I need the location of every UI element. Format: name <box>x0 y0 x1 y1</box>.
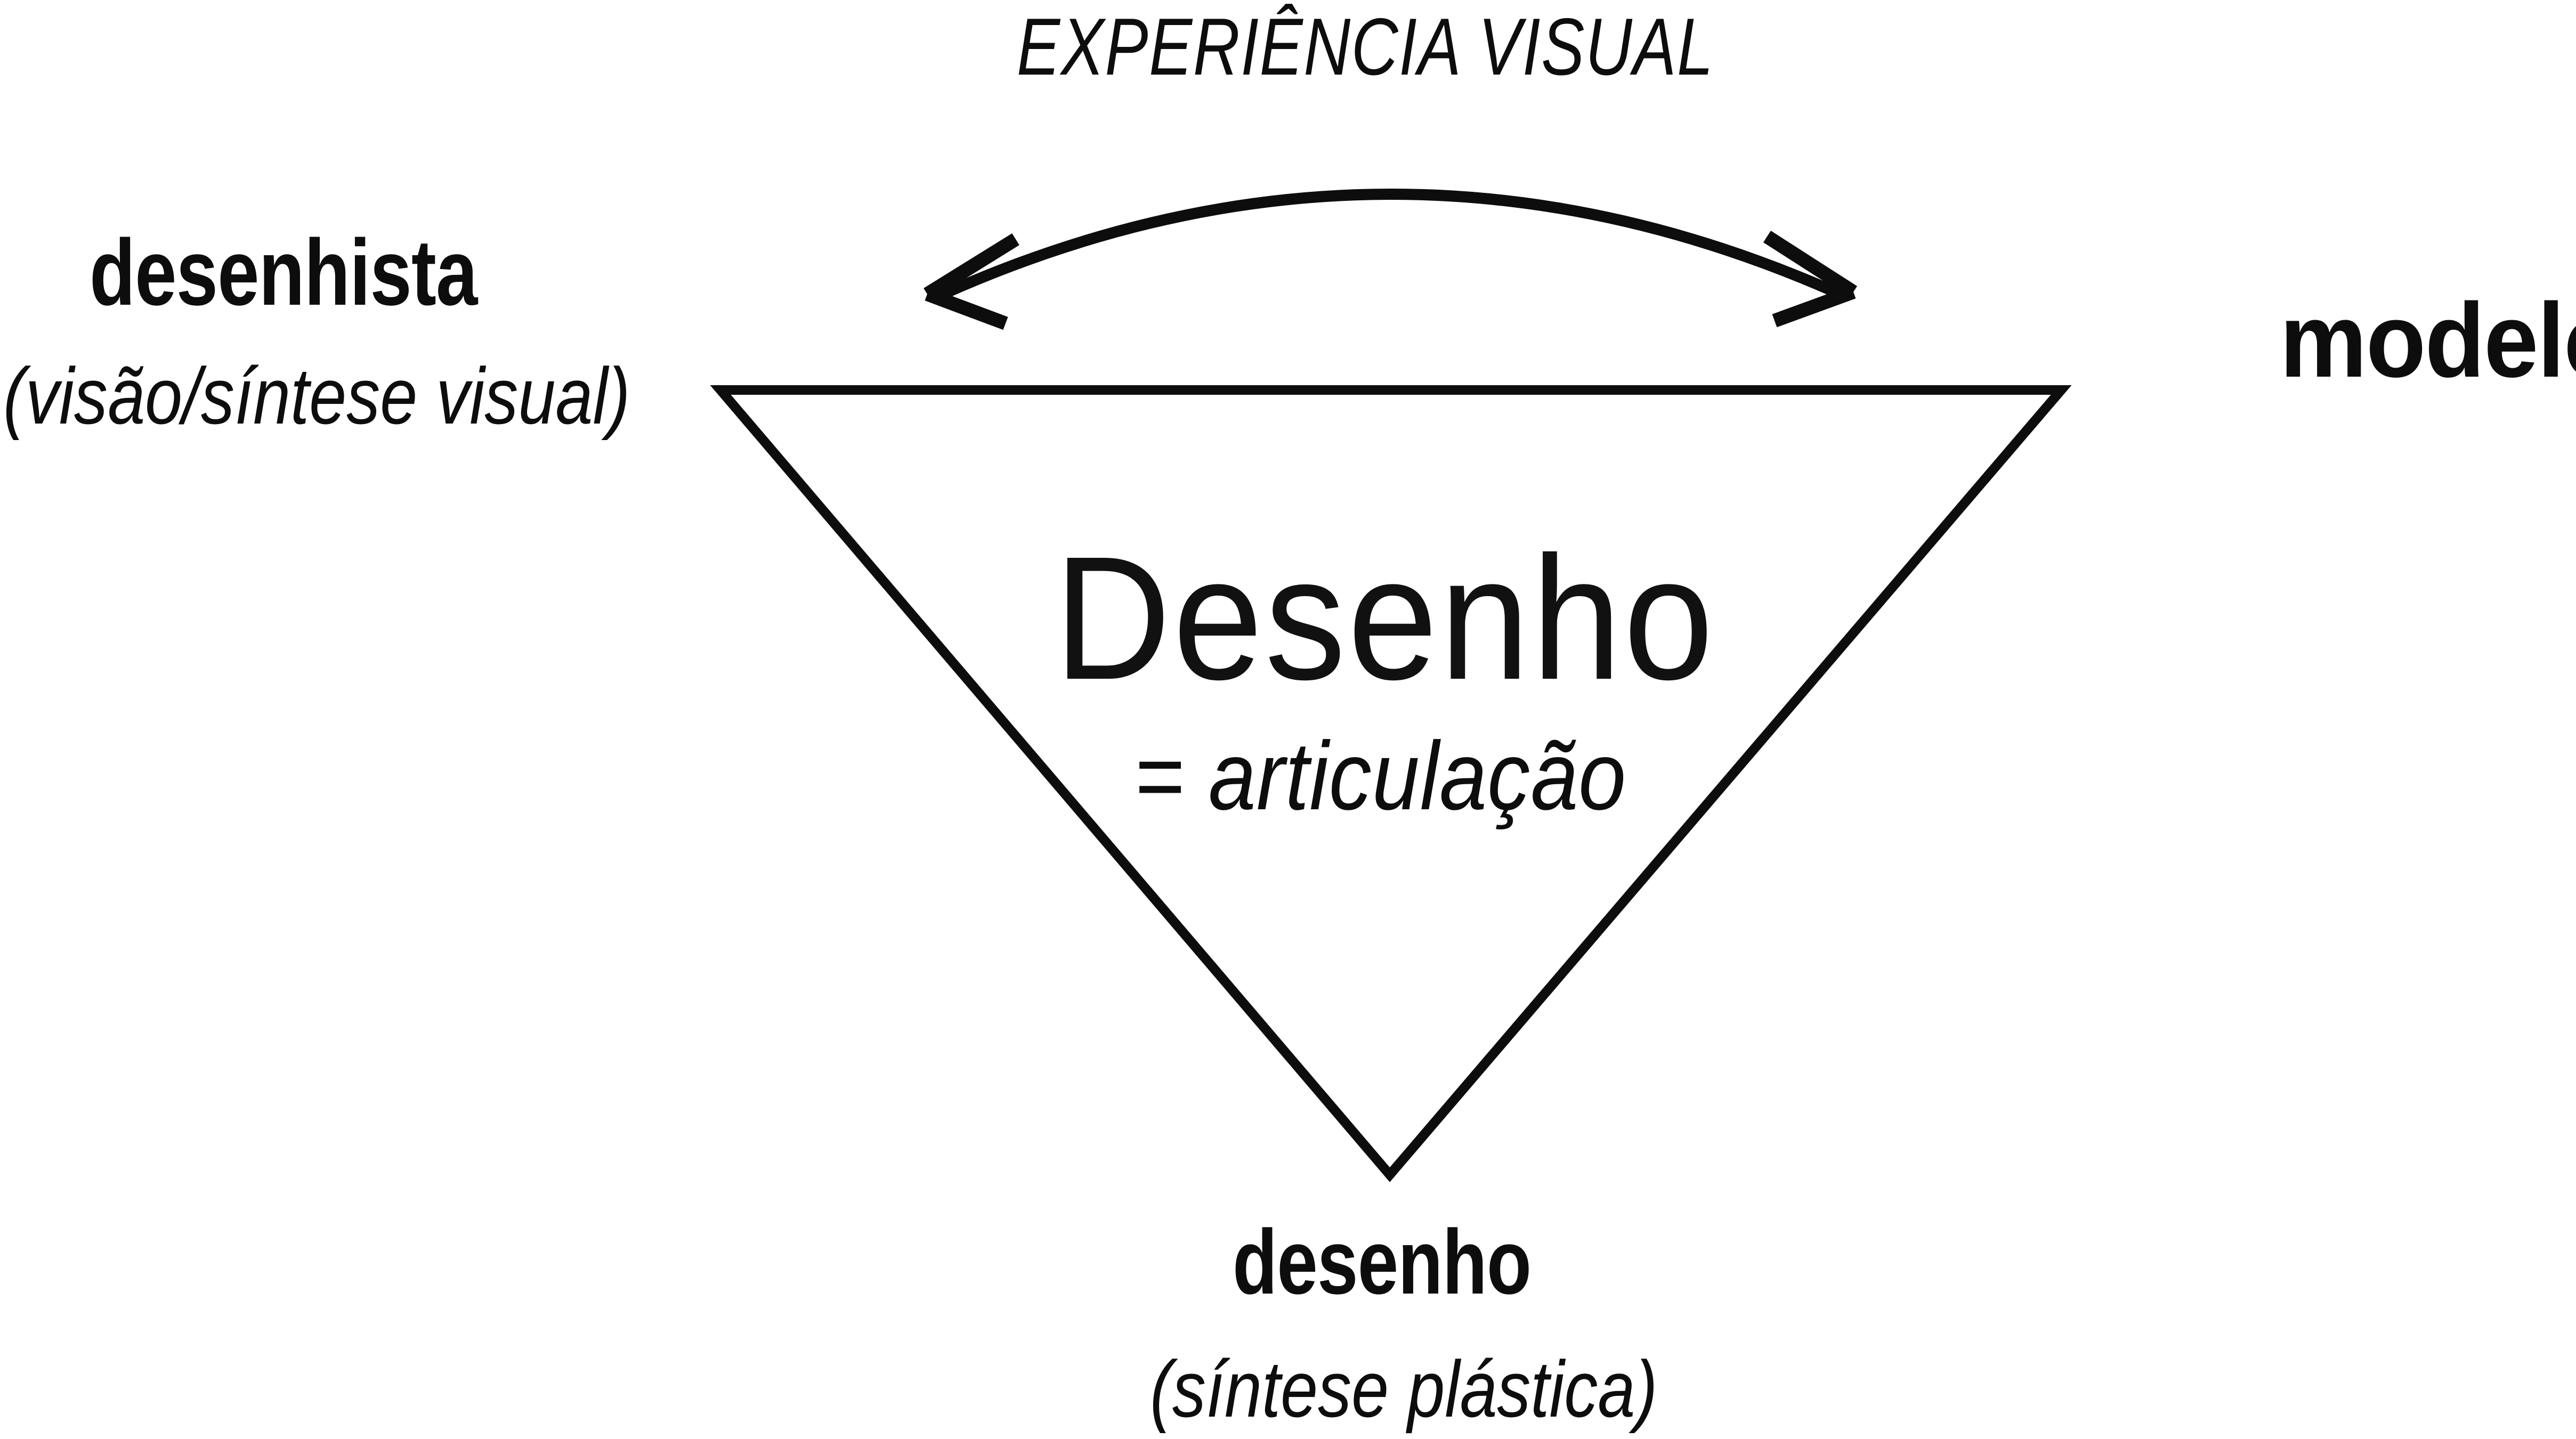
arrowhead-right-icon <box>1763 231 1858 328</box>
arc-arrow-shaft <box>931 189 1850 304</box>
vertex-label-modelo: modelo <box>2280 281 2576 399</box>
diagram-title: EXPERIÊNCIA VISUAL <box>1017 2 1714 92</box>
center-subheading-articulacao: = articulação <box>1134 721 1626 830</box>
inverted-triangle-shape <box>710 385 2072 1182</box>
vertex-label-desenhista: desenhista <box>90 221 477 325</box>
vertex-sublabel-desenho: (síntese plástica) <box>1150 1344 1658 1434</box>
vertex-sublabel-desenhista: (visão/síntese visual) <box>3 351 630 441</box>
vertex-label-desenho: desenho <box>1233 1211 1532 1313</box>
center-heading-desenho: Desenho <box>1054 519 1716 716</box>
arrowhead-left-icon <box>924 233 1019 330</box>
double-headed-arc-arrow <box>924 189 1858 330</box>
